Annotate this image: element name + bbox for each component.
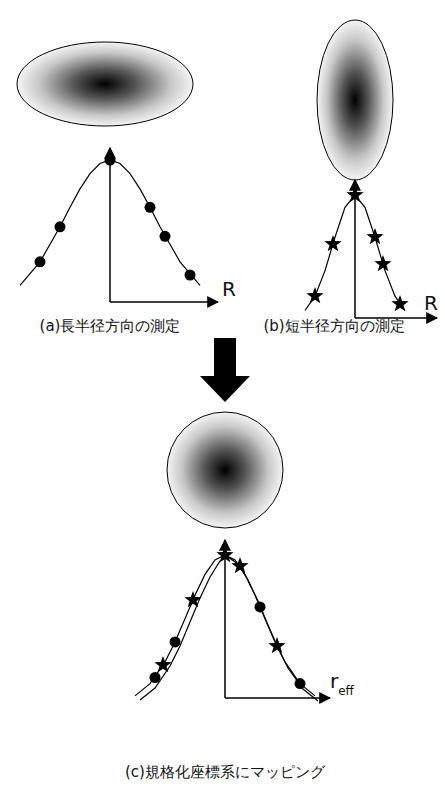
- plot-c: [135, 540, 330, 701]
- subscript: eff: [338, 685, 354, 698]
- axis-label: r: [330, 670, 338, 692]
- circle-c: [167, 412, 283, 528]
- axis-label: R: [424, 292, 438, 314]
- caption: (c)規格化座標系にマッピング: [125, 764, 325, 781]
- ellipse-b: [317, 20, 393, 180]
- plot-b: [305, 180, 437, 318]
- caption: (a)長半径方向の測定: [40, 318, 181, 335]
- caption: (b)短半径方向の測定: [263, 318, 404, 335]
- plot-a: [20, 148, 218, 302]
- down-arrow: [200, 338, 250, 402]
- axis-label: R: [222, 278, 236, 300]
- ellipse-a: [17, 42, 193, 126]
